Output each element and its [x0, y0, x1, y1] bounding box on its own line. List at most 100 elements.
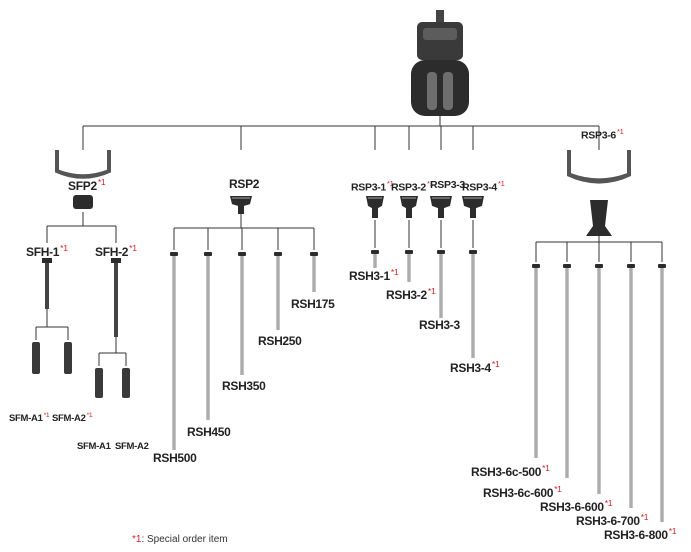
- special-mark: *1: [390, 267, 399, 277]
- tip-label-sfm-a2-std: SFM-A2: [115, 441, 149, 452]
- special-mark: *1: [386, 179, 394, 188]
- special-mark: *1: [497, 179, 505, 188]
- mount-icon-rsp3-3: [430, 196, 452, 218]
- controller-base: [411, 60, 469, 116]
- rod-label-rsh175: RSH175: [291, 297, 335, 311]
- rod-icon-rsp2-0-highlight: [173, 256, 175, 450]
- yoke-icon-sfp2: [55, 150, 111, 179]
- rod-icon-rsh3-3-cap: [437, 250, 445, 254]
- rod-icon-rsp2-1-highlight: [207, 256, 209, 420]
- mount-label-rsp3-1: RSP3-1*1: [351, 179, 394, 194]
- special-mark: *1: [554, 484, 562, 494]
- rod-icon-rsh3-3-highlight: [440, 254, 442, 318]
- mount-icon-rsp3-1-rim: [368, 197, 382, 199]
- special-mark: *1: [604, 498, 613, 508]
- controller-top-knob: [436, 10, 444, 22]
- special-mark: *1: [668, 526, 677, 536]
- special-mark: *1: [129, 243, 137, 253]
- rod-icon-rsh3-6-2-highlight: [598, 268, 600, 494]
- rod-icon-rsh3-6-0-cap: [532, 264, 540, 268]
- mount-label-rsp3-6: RSP3-6*1: [581, 127, 624, 142]
- rod-label-rsh3-6-800: RSH3-6-800*1: [604, 526, 677, 542]
- special-mark: *1: [43, 412, 50, 419]
- rod-label-rsh3-3: RSH3-3: [419, 318, 460, 332]
- rod-icon-rsh3-4-cap: [469, 250, 477, 254]
- rod-icon-rsh3-6-1-cap: [563, 264, 571, 268]
- rod-icon-rsh3-6-3-highlight: [630, 268, 632, 508]
- rod-icon-rsp2-4-cap: [310, 252, 318, 256]
- rod-icon-rsh3-6-0-highlight: [535, 268, 537, 458]
- mount-label-sfp2: SFP2*1: [68, 177, 106, 193]
- tip-label-sfm-a2: SFM-A2*1: [52, 412, 93, 425]
- rod-icon-rsp2-2-cap: [238, 252, 246, 256]
- rod-label-rsh250: RSH250: [258, 334, 302, 348]
- rod-icon-rsh3-2-cap: [405, 250, 413, 254]
- rod-label-rsh3-6c-500: RSH3-6c-500*1: [471, 463, 550, 479]
- special-mark: *1: [86, 412, 93, 419]
- rod-label-sfh-2: SFH-2*1: [95, 243, 137, 259]
- special-mark: *1: [60, 243, 68, 253]
- mount-icon-rsp2-rim: [232, 197, 250, 199]
- rod-icon-rsh3-1-highlight: [374, 254, 376, 268]
- rod-icon-sfh-1: [45, 263, 49, 309]
- rod-cap-sfh-1: [42, 258, 52, 263]
- rod-icon-rsh3-4-highlight: [472, 254, 474, 358]
- mount-label-rsp3-3: RSP3-3: [430, 179, 465, 191]
- tip-icon-sfm-a2: [64, 342, 72, 374]
- rod-label-rsh450: RSH450: [187, 425, 231, 439]
- rod-label-rsh500: RSH500: [153, 451, 197, 465]
- mount-icon-rsp3-4-rim: [464, 197, 482, 199]
- rod-cap-sfh-2: [111, 258, 121, 263]
- mount-icon-rsp3-2: [400, 196, 418, 218]
- special-mark: *1: [491, 359, 500, 369]
- mount-icon-rsp3-4: [462, 196, 484, 218]
- rod-icon-rsp2-4-highlight: [313, 256, 315, 292]
- controller-head-icon: [417, 22, 463, 60]
- mount-icon-rsp3-6: [586, 200, 612, 236]
- controller-grip-right: [443, 72, 453, 110]
- special-mark: *1: [542, 463, 550, 473]
- rod-icon-rsh3-6-2-cap: [595, 264, 603, 268]
- footnote-marker: *1: [132, 534, 142, 545]
- rod-icon-rsh3-1-cap: [371, 250, 379, 254]
- tip-icon-sfm-a2-std: [122, 368, 130, 398]
- mount-icon-sfp2: [73, 195, 93, 209]
- rod-label-rsh3-1: RSH3-1*1: [349, 267, 399, 283]
- mount-label-rsp2: RSP2: [229, 177, 260, 191]
- mount-label-rsp3-2: RSP3-2*1: [391, 179, 434, 194]
- controller-grip-left: [427, 72, 437, 110]
- special-mark: *1: [426, 179, 434, 188]
- special-mark: *1: [427, 286, 436, 296]
- rod-label-rsh3-4: RSH3-4*1: [450, 359, 500, 375]
- footnote-text: : Special order item: [141, 534, 228, 545]
- rod-label-rsh3-6-700: RSH3-6-700*1: [576, 512, 649, 528]
- special-mark: *1: [97, 177, 106, 187]
- tip-label-sfm-a1-std: SFM-A1: [77, 441, 111, 452]
- rod-icon-rsp2-3-highlight: [277, 256, 279, 330]
- yoke-icon-rsp3-6: [567, 150, 631, 184]
- rod-icon-rsh3-6-4-cap: [658, 264, 666, 268]
- mount-icon-rsp2: [230, 196, 252, 214]
- special-mark: *1: [640, 512, 649, 522]
- rod-icon-rsp2-1-cap: [204, 252, 212, 256]
- rod-icon-rsh3-6-1-highlight: [566, 268, 568, 478]
- rod-icon-rsh3-6-4-highlight: [661, 268, 663, 522]
- rod-icon-rsh3-2-highlight: [408, 254, 410, 282]
- rod-label-sfh-1: SFH-1*1: [26, 243, 68, 259]
- rod-icon-rsh3-6-3-cap: [627, 264, 635, 268]
- footnote: *1: Special order item: [132, 534, 228, 545]
- rod-icon-sfh-2: [114, 263, 118, 337]
- mount-icon-rsp3-3-rim: [432, 197, 450, 199]
- controller-display: [423, 28, 457, 40]
- rod-icon-rsp2-0-cap: [170, 252, 178, 256]
- tip-icon-sfm-a1-std: [95, 368, 103, 398]
- rod-label-rsh3-6-600: RSH3-6-600*1: [540, 498, 613, 514]
- mount-icon-rsp3-2-rim: [402, 197, 416, 199]
- mount-label-rsp3-4: RSP3-4*1: [462, 179, 505, 194]
- tip-label-sfm-a1: SFM-A1*1: [9, 412, 50, 425]
- rod-label-rsh350: RSH350: [222, 379, 266, 393]
- rod-icon-rsp2-2-highlight: [241, 256, 243, 375]
- rod-label-rsh3-6c-600: RSH3-6c-600*1: [483, 484, 562, 500]
